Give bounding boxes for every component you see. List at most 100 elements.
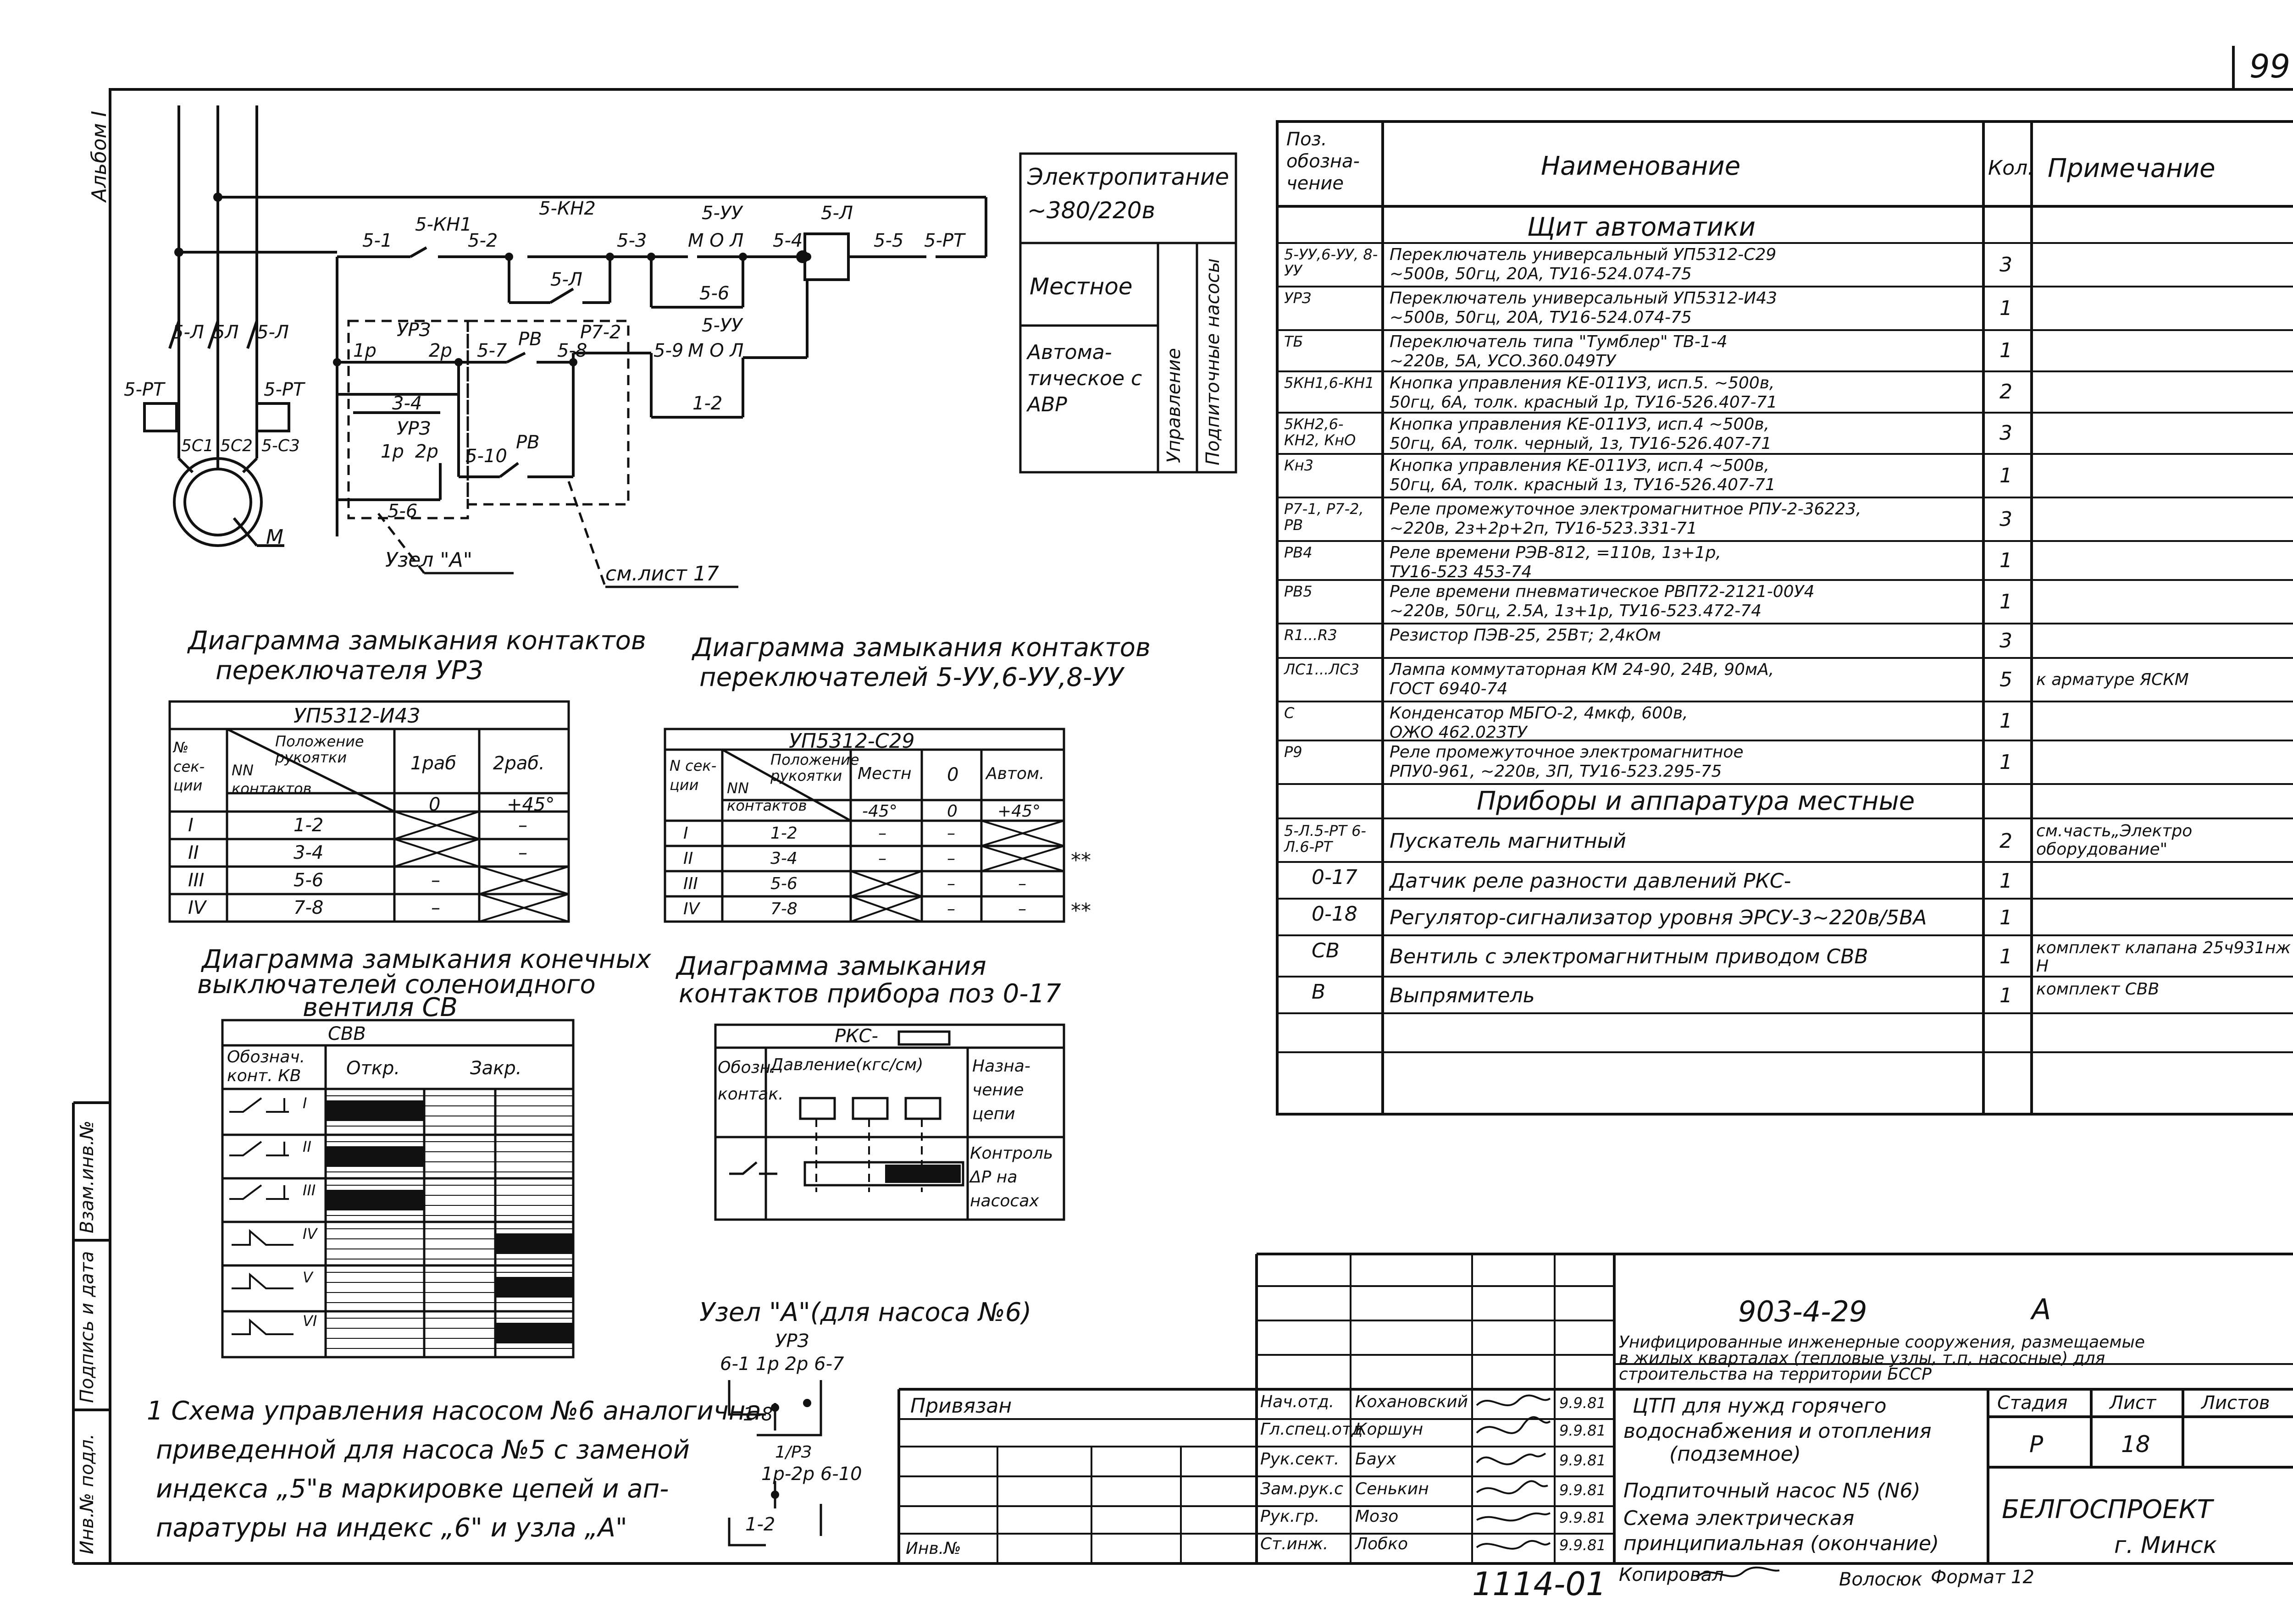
spec-row2-pos: 0-17	[1312, 866, 1357, 889]
diag2-h-position: Положение рукоятки	[770, 751, 859, 785]
diag3-row-label: III	[303, 1182, 316, 1199]
spec-row2-pos: 5-Л.5-РТ 6-Л.6-РТ	[1284, 822, 1366, 856]
spec-row-qty: 3	[1999, 253, 2012, 276]
spec-row-qty: 1	[1999, 339, 2012, 362]
lbl-5-5: 5-5	[874, 230, 904, 251]
diag1-row-pos1: –	[431, 870, 440, 891]
diag2-model: УП5312-С29	[789, 729, 915, 753]
diag4-purpose: Контроль ΔР на насосах	[970, 1144, 1053, 1211]
spec-row-note: к арматуре ЯСКМ	[2036, 670, 2189, 689]
spec-row2-pos: В	[1312, 980, 1326, 1004]
spec-row-qty: 2	[1999, 380, 2012, 403]
lbl-2pb: 2р	[415, 441, 438, 462]
diag3-row-label: I	[303, 1094, 307, 1112]
diag2-row-c2: –	[947, 900, 955, 918]
spec-row-name: РПУ0-961, ~220в, 3П, ТУ16-523.295-75	[1390, 762, 1722, 781]
power-vertical-2: Подпиточные насосы	[1202, 258, 1224, 465]
lbl-5-uy: 5-УУ	[702, 203, 742, 224]
diag2-row-c2: –	[947, 874, 955, 893]
spec-row-name: Резистор ПЭВ-25, 25Вт; 2,4кОм	[1390, 626, 1661, 645]
spec-row2-note: комплект клапана 25ч931нж Н	[2036, 939, 2291, 976]
lbl-5-1: 5-1	[362, 230, 393, 251]
lbl-c2: 5С2	[220, 436, 253, 455]
lbl-5-l: 5-Л	[821, 203, 853, 224]
diag1-row-section: II	[188, 842, 199, 863]
stamp-date: 9.9.81	[1559, 1536, 1606, 1554]
spec-row2-name: Регулятор-сигнализатор уровня ЭРСУ-3~220…	[1390, 906, 1927, 929]
lbl-rt-left: 5-РТ	[124, 379, 165, 400]
spec-row-qty: 1	[1999, 548, 2012, 572]
lbl-5-6: 5-6	[699, 283, 730, 304]
spec-row2-qty: 1	[1999, 906, 2012, 929]
diag2-row-section: I	[683, 824, 688, 843]
format-label: Формат 12	[1931, 1567, 2034, 1588]
lbl-mol: М О Л	[688, 230, 744, 251]
spec-row-name: Переключатель универсальный УП5312-И43	[1390, 289, 1778, 308]
lbl-5-9: 5-9	[654, 340, 684, 361]
spec-row-name: Реле времени пневматическое РВП72-2121-0…	[1390, 582, 1815, 601]
spec-row2-qty: 2	[1999, 829, 2012, 853]
spec-row-name: Конденсатор МБГО-2, 4мкф, 600в,	[1390, 704, 1688, 723]
spec-row-name: ~500в, 50гц, 20А, ТУ16-524.074-75	[1390, 308, 1692, 327]
doc-code: 903-4-29	[1738, 1295, 1867, 1328]
org-name: БЕЛГОСПРОЕКТ	[2002, 1495, 2213, 1525]
lbl-ur3: УРЗ	[397, 320, 431, 341]
diag1-row-section: IV	[188, 897, 206, 918]
spec-row2-qty: 1	[1999, 869, 2012, 893]
diag1-row-section: III	[188, 870, 205, 891]
spec-row-name: Кнопка управления КЕ-011УЗ, исп.4 ~500в,	[1390, 415, 1770, 434]
spec-row-pos: Р9	[1284, 743, 1302, 761]
stamp-role: Рук.гр.	[1260, 1507, 1320, 1526]
diag3-closed-bar	[496, 1277, 572, 1298]
diag2-row-mark: **	[1071, 899, 1091, 922]
spec-row2-name: Пускатель магнитный	[1390, 829, 1626, 853]
diag1-h-2: 2раб.	[493, 753, 545, 774]
diag3-title-2: выключателей соленоидного	[197, 970, 596, 1000]
diag2-row-contacts: 1-2	[770, 824, 798, 843]
spec-row-qty: 1	[1999, 464, 2012, 487]
lbl-1pb: 1р	[381, 441, 404, 462]
spec-row2-qty: 1	[1999, 984, 2012, 1007]
lbl-5-rt: 5-РТ	[924, 230, 965, 251]
lbl-5-6-b: 5-6	[388, 501, 418, 522]
stamp-role: Рук.сект.	[1260, 1450, 1340, 1469]
diag2-row-c1: –	[878, 824, 886, 843]
spec-row2-pos: СВ	[1312, 939, 1340, 962]
h-sheet: Лист	[2110, 1392, 2156, 1414]
diag3-grid	[221, 1019, 575, 1359]
diag3-h-symbol: Обознач. конт. КВ	[227, 1048, 305, 1086]
diag1-angle-2: +45°	[507, 794, 555, 815]
stage-value: Р	[2029, 1431, 2044, 1458]
diag1-row-contacts: 1-2	[294, 815, 324, 836]
doc-variant: А	[2032, 1293, 2051, 1326]
diag2-row-c2: –	[947, 849, 955, 868]
diag1-model: УП5312-И43	[294, 704, 421, 728]
lbl-contactor-1: 5-Л	[172, 322, 204, 343]
lbl-5-kh1: 5-КН1	[415, 214, 472, 235]
lbl-c3: 5-С3	[261, 436, 300, 455]
lbl-5-l-branch: 5-Л	[550, 269, 582, 290]
diag1-title-1: Диаграмма замыкания контактов	[188, 626, 646, 656]
diag2-row-section: IV	[683, 900, 700, 918]
lbl-c1: 5С1	[181, 436, 214, 455]
diag4-h-purpose: Назна-чение цепи	[972, 1057, 1030, 1124]
object-line-1: ЦТП для нужд горячего	[1633, 1394, 1887, 1418]
tied-label: Привязан	[910, 1394, 1012, 1418]
diag3-row-label: VI	[303, 1312, 317, 1330]
diag2-angle-2: 0	[947, 802, 958, 821]
lbl-rt-right: 5-РТ	[264, 379, 305, 400]
diag1-h-section: № сек-ции	[173, 739, 205, 795]
diag2-title-1: Диаграмма замыкания контактов	[692, 633, 1151, 663]
diag3-row-label: II	[303, 1138, 311, 1155]
diag3-title-1: Диаграмма замыкания конечных	[202, 945, 651, 974]
diag1-grid	[168, 700, 570, 923]
spec-row-qty: 1	[1999, 590, 2012, 613]
diag2-grid	[664, 728, 1065, 923]
lbl-5-2: 5-2	[468, 230, 498, 251]
spec-row-name: Лампа коммутаторная КМ 24-90, 24В, 90мА,	[1390, 660, 1774, 679]
lbl-5-8: 5-8	[557, 340, 587, 361]
stamp-role: Нач.отд.	[1260, 1392, 1335, 1411]
diag3-closed-bar	[496, 1233, 572, 1254]
spec-row-name: ~500в, 50гц, 20А, ТУ16-524.074-75	[1390, 265, 1692, 283]
lbl-motor: М	[266, 525, 283, 549]
